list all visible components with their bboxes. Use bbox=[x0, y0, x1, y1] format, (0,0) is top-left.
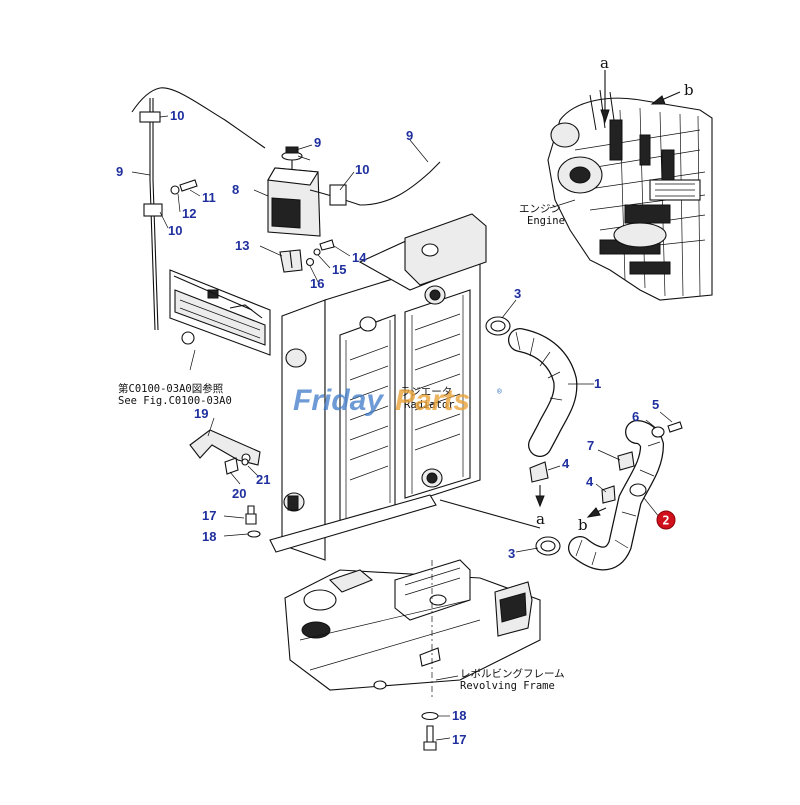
callout-9-left: 9 bbox=[116, 164, 123, 179]
frame-label-en: Revolving Frame bbox=[460, 680, 555, 692]
leader-lines bbox=[131, 115, 673, 741]
callout-2-highlight: 2 bbox=[662, 514, 669, 528]
engine-drawing bbox=[547, 89, 713, 301]
watermark-mark: ® bbox=[497, 387, 502, 396]
callout-4-center: 4 bbox=[562, 456, 570, 471]
see-fig-label-en: See Fig.C0100-03A0 bbox=[118, 395, 232, 407]
watermark-logo: Friday Parts ® bbox=[293, 384, 502, 417]
radiator bbox=[269, 213, 487, 561]
callout-9-right: 9 bbox=[406, 128, 413, 143]
engine-label-en: Engine bbox=[527, 215, 565, 227]
callout-15: 15 bbox=[332, 262, 346, 277]
ref-letter-b-mid: b bbox=[578, 516, 588, 534]
callout-21: 21 bbox=[256, 472, 270, 487]
callout-10-left: 10 bbox=[168, 223, 182, 238]
callout-1: 1 bbox=[594, 376, 601, 391]
ref-letter-a-mid: a bbox=[536, 510, 545, 528]
hose-1 bbox=[508, 328, 578, 457]
callout-11: 11 bbox=[202, 190, 216, 205]
callout-4-right: 4 bbox=[586, 474, 594, 489]
callout-17-bottom: 17 bbox=[452, 732, 466, 747]
callout-19: 19 bbox=[194, 406, 208, 421]
hose-2 bbox=[568, 420, 665, 571]
callout-10-top: 10 bbox=[170, 108, 184, 123]
revolving-frame bbox=[284, 559, 541, 691]
callout-16: 16 bbox=[310, 276, 324, 291]
callout-14: 14 bbox=[352, 250, 367, 265]
radiator-label-jp: ラジエータ bbox=[400, 386, 452, 398]
callout-12: 12 bbox=[182, 206, 196, 221]
callout-7: 7 bbox=[587, 438, 594, 453]
callout-18-bottom: 18 bbox=[452, 708, 466, 723]
ref-letter-a-top: a bbox=[600, 54, 609, 72]
callout-8: 8 bbox=[232, 182, 239, 197]
callout-17-left: 17 bbox=[202, 508, 216, 523]
callout-20: 20 bbox=[232, 486, 246, 501]
see-fig-label-jp: 第C0100-03A0図参照 bbox=[118, 382, 224, 395]
callout-18-left: 18 bbox=[202, 529, 216, 544]
callout-3-top: 3 bbox=[514, 286, 521, 301]
engine-label-jp: エンジン bbox=[519, 203, 561, 215]
highlight-badge-2 bbox=[656, 510, 676, 530]
frame-label-jp: レボルビングフレーム bbox=[460, 667, 565, 680]
callout-13: 13 bbox=[235, 238, 249, 253]
callout-9-tank: 9 bbox=[314, 135, 321, 150]
reserve-tank bbox=[267, 146, 321, 237]
radiator-label-en: Radiator bbox=[404, 399, 455, 411]
watermark-part1: Friday bbox=[293, 384, 384, 417]
callout-5: 5 bbox=[652, 397, 659, 412]
watermark-part2: Parts bbox=[395, 384, 470, 417]
callout-6: 6 bbox=[632, 409, 639, 424]
ref-letter-b-top: b bbox=[684, 81, 694, 99]
callout-3-bottom: 3 bbox=[508, 546, 515, 561]
callout-10-center: 10 bbox=[355, 162, 369, 177]
left-bracket-assembly bbox=[169, 269, 271, 356]
